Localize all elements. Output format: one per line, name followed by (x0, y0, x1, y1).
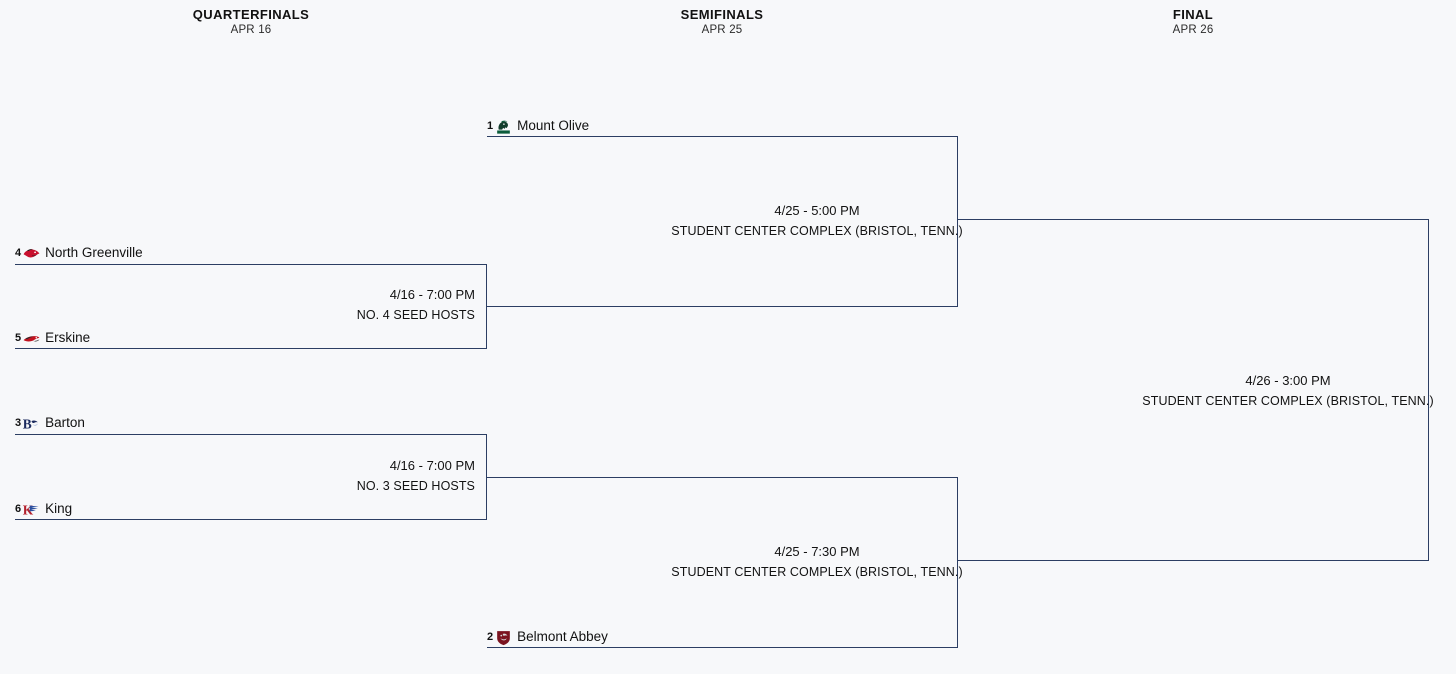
team-name: Belmont Abbey (517, 629, 608, 644)
team-row-belmont-abbey[interactable]: 2 Belmont Abbey (487, 626, 608, 648)
game-venue: STUDENT CENTER COMPLEX (BRISTOL, TENN.) (671, 224, 963, 238)
seed-number: 3 (15, 417, 22, 429)
round-header-final: FINAL APR 26 (1173, 7, 1214, 38)
game-time: 4/25 - 5:00 PM (774, 203, 860, 218)
game-info-semifinal-bottom: 4/25 - 7:30 PM STUDENT CENTER COMPLEX (B… (671, 541, 962, 583)
erskine-flying-fleet-logo (23, 335, 40, 341)
team-row-mount-olive[interactable]: 1 Mount Olive (487, 115, 589, 137)
seed-number: 1 (487, 120, 494, 132)
game-venue: NO. 3 SEED HOSTS (356, 479, 475, 493)
game-time: 4/16 - 7:00 PM (389, 287, 475, 302)
round-title-quarterfinals: QUARTERFINALS (192, 7, 310, 22)
seed-number: 6 (15, 503, 22, 515)
team-name: Barton (45, 415, 85, 430)
game-venue: NO. 4 SEED HOSTS (356, 308, 475, 322)
seed-number: 4 (15, 247, 22, 259)
game-info-final: 4/26 - 3:00 PM STUDENT CENTER COMPLEX (B… (1142, 370, 1433, 412)
north-greenville-crusaders-logo (23, 248, 40, 257)
round-header-quarterfinals: QUARTERFINALS APR 16 (193, 7, 309, 38)
game-venue: STUDENT CENTER COMPLEX (BRISTOL, TENN.) (1142, 394, 1434, 408)
game-time: 4/16 - 7:00 PM (389, 458, 475, 473)
team-row-barton[interactable]: 3 B Barton (15, 412, 85, 434)
team-row-north-greenville[interactable]: 4 North Greenville (15, 242, 143, 264)
round-date-final: APR 26 (1172, 24, 1214, 36)
team-name: Erskine (45, 330, 91, 345)
team-row-king[interactable]: 6 K King (15, 498, 72, 520)
team-row-erskine[interactable]: 5 Erskine (15, 327, 90, 349)
belmont-abbey-crusaders-logo (497, 630, 510, 645)
king-tornado-logo: K (23, 502, 39, 517)
team-name: King (45, 501, 73, 516)
game-time: 4/25 - 7:30 PM (774, 544, 860, 559)
round-date-semifinals: APR 25 (701, 24, 743, 36)
mount-olive-trojans-logo (497, 120, 510, 134)
game-time: 4/26 - 3:00 PM (1245, 373, 1331, 388)
team-name: Mount Olive (517, 118, 590, 133)
game-info-quarterfinal-bottom: 4/16 - 7:00 PM NO. 3 SEED HOSTS (357, 455, 475, 497)
barton-bulldogs-logo: B (23, 416, 38, 431)
seed-number: 2 (487, 631, 494, 643)
game-info-semifinal-top: 4/25 - 5:00 PM STUDENT CENTER COMPLEX (B… (671, 200, 962, 242)
svg-text:K: K (23, 502, 34, 517)
round-header-semifinals: SEMIFINALS APR 25 (681, 7, 764, 38)
round-date-quarterfinals: APR 16 (230, 24, 272, 36)
round-title-semifinals: SEMIFINALS (680, 7, 764, 22)
seed-number: 5 (15, 332, 22, 344)
team-name: North Greenville (45, 245, 143, 260)
game-info-quarterfinal-top: 4/16 - 7:00 PM NO. 4 SEED HOSTS (357, 284, 475, 326)
svg-text:B: B (23, 416, 32, 431)
game-venue: STUDENT CENTER COMPLEX (BRISTOL, TENN.) (671, 565, 963, 579)
round-title-final: FINAL (1172, 7, 1214, 22)
